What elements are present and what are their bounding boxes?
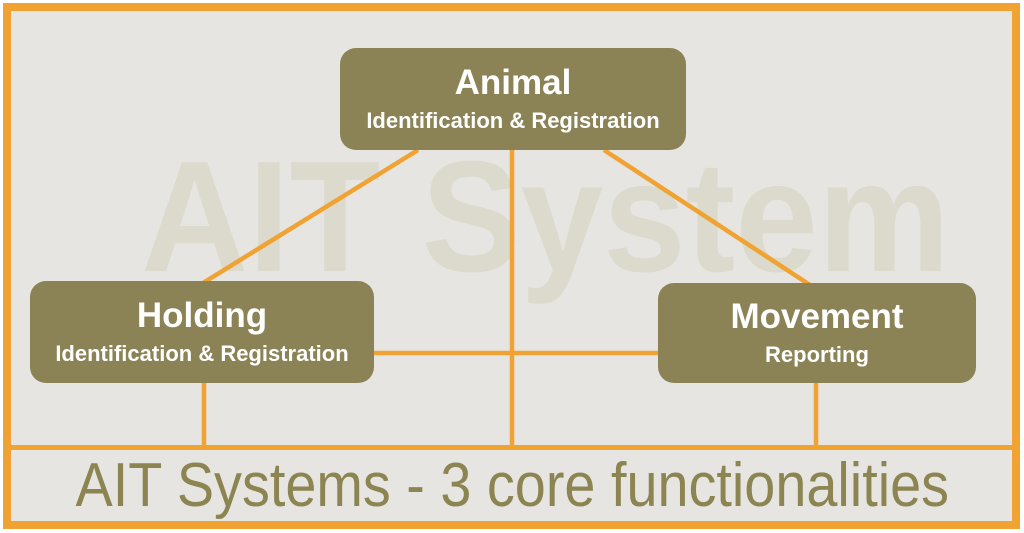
watermark-title: AIT System xyxy=(141,129,950,305)
footer-caption-text: AIT Systems - 3 core functionalities xyxy=(75,451,949,520)
node-holding-subtitle: Identification & Registration xyxy=(55,340,349,366)
node-animal-subtitle: Identification & Registration xyxy=(366,107,660,133)
node-animal: Animal Identification & Registration xyxy=(340,48,686,150)
node-movement-title: Movement xyxy=(730,296,904,336)
node-animal-title: Animal xyxy=(454,62,572,102)
node-movement-subtitle: Reporting xyxy=(765,341,869,367)
node-movement: Movement Reporting xyxy=(658,283,976,383)
footer-caption: AIT Systems - 3 core functionalities xyxy=(0,455,1024,517)
node-holding-title: Holding xyxy=(136,295,268,335)
node-holding: Holding Identification & Registration xyxy=(30,281,374,383)
